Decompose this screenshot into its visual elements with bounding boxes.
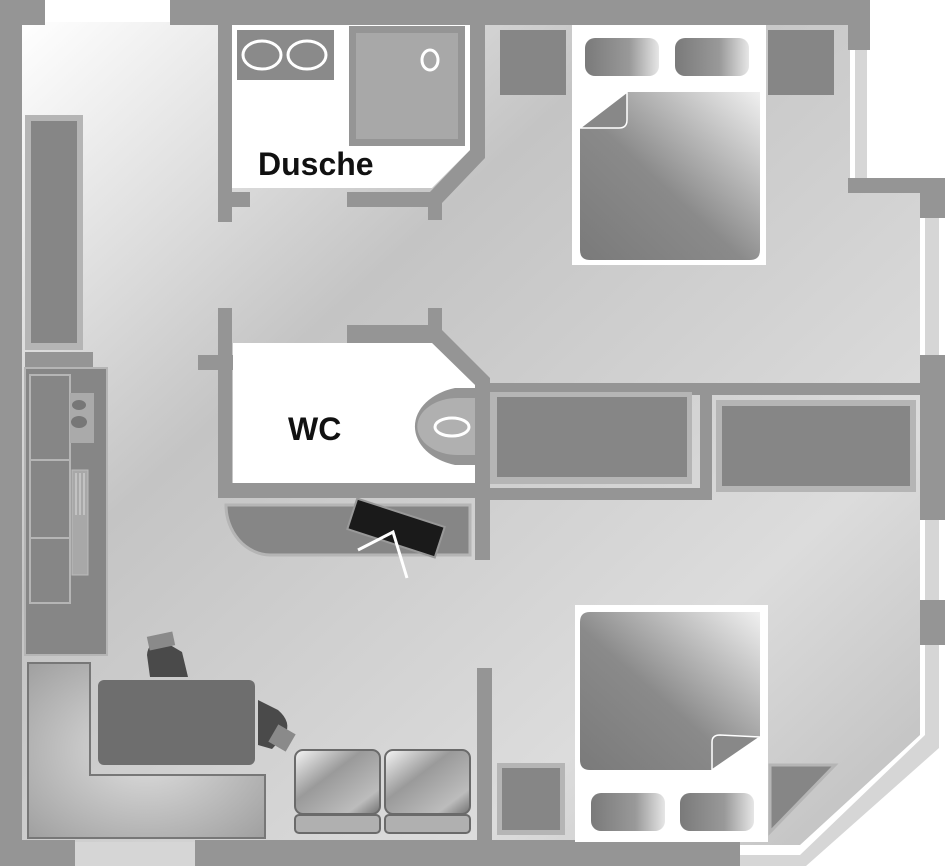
tv-viewing-angle: [357, 529, 409, 579]
shower-drain: [420, 48, 440, 72]
kitchenette: [24, 367, 108, 656]
top-bed: [500, 25, 834, 265]
wc-room: WC: [198, 308, 490, 560]
windows: [75, 50, 939, 866]
living-area: [27, 631, 471, 839]
left-wardrobe: [25, 115, 93, 367]
chair-top: [147, 641, 188, 677]
corner-table: [768, 763, 839, 836]
corner-sofa: [27, 662, 266, 839]
bottom-bed: [477, 605, 839, 842]
tv: [346, 497, 446, 559]
sink-right: [286, 39, 328, 71]
middle-wardrobes: [490, 383, 920, 500]
sink-left: [241, 39, 283, 71]
wc-label: WC: [288, 411, 341, 447]
tv-unit: [224, 497, 472, 579]
sink-counter: [237, 30, 334, 80]
armchair-left: [294, 749, 381, 834]
dining-table: [98, 680, 255, 765]
armchair-right: [384, 749, 471, 834]
shower-room-label: Dusche: [258, 146, 374, 182]
shower-room: Dusche: [218, 22, 485, 222]
